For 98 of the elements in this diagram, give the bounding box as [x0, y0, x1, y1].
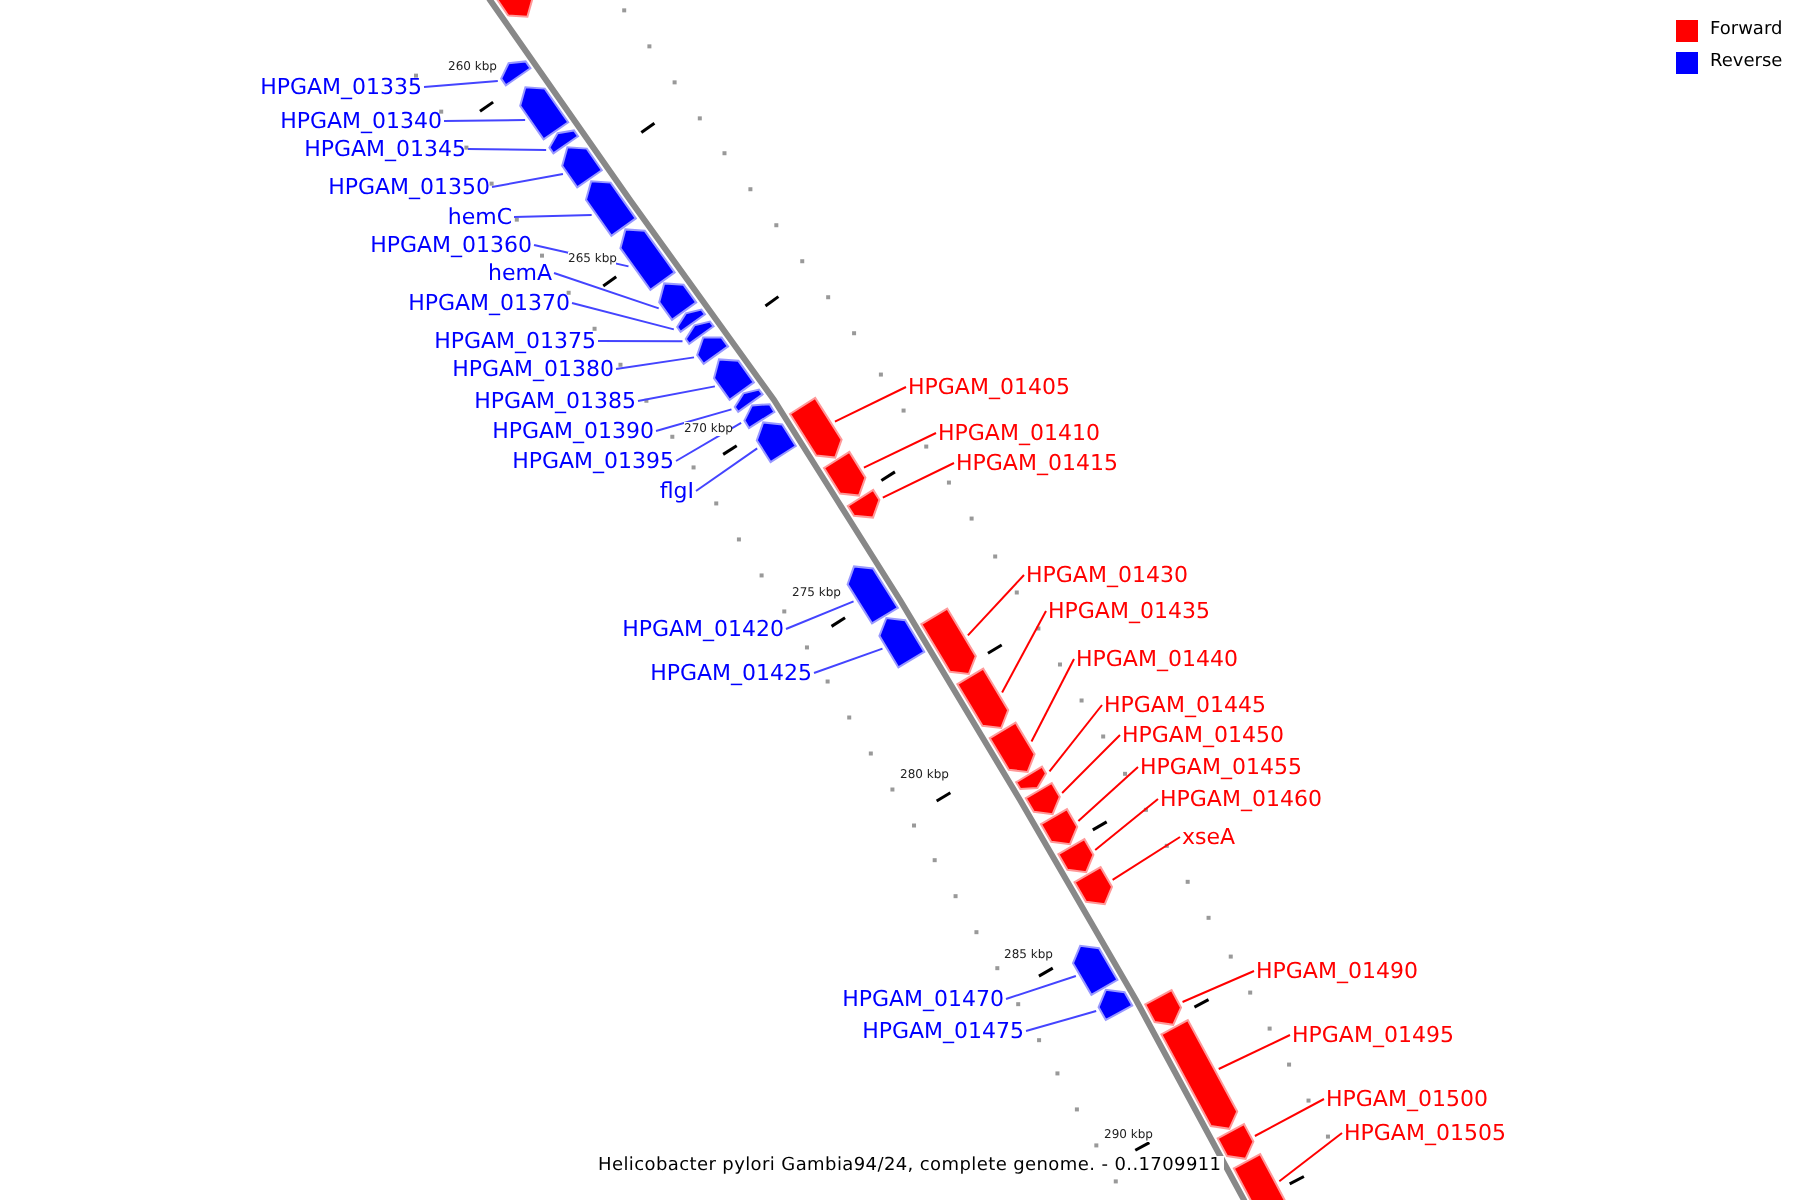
gene-label: HPGAM_01420 [622, 616, 784, 642]
gene-block [878, 616, 926, 669]
gene-block [676, 308, 707, 334]
gene-label: HPGAM_01390 [492, 418, 654, 444]
gene-block [696, 336, 730, 366]
gene-label: HPGAM_01410 [938, 420, 1100, 446]
gene-label: HPGAM_01345 [304, 136, 466, 162]
leader-line [1025, 1010, 1098, 1032]
leader-line [1048, 704, 1103, 773]
gene-label: HPGAM_01505 [1344, 1120, 1506, 1146]
leader-line [513, 213, 593, 218]
gene-block [822, 450, 867, 497]
gene-block [619, 228, 676, 292]
gene-block [1024, 781, 1061, 816]
leader-line [813, 647, 884, 674]
gene-label: HPGAM_01500 [1326, 1086, 1488, 1112]
leader-line [1061, 734, 1121, 794]
legend-label: Reverse [1710, 52, 1783, 74]
leader-line [597, 340, 684, 343]
leader-line [467, 148, 548, 151]
gene-block [548, 129, 580, 155]
gene-label: HPGAM_01415 [956, 450, 1118, 476]
gene-block [846, 565, 900, 625]
leader-line [862, 432, 937, 469]
leader-line [1030, 658, 1075, 743]
leader-line [785, 600, 855, 630]
gene-label: HPGAM_01475 [862, 1018, 1024, 1044]
leader-line [1111, 836, 1181, 881]
gene-label: HPGAM_01495 [1292, 1022, 1454, 1048]
gene-label: HPGAM_01435 [1048, 598, 1210, 624]
gene-block [1014, 765, 1048, 791]
gene-block [1097, 988, 1134, 1022]
gene-block [500, 60, 532, 87]
gene-label: flgI [659, 478, 694, 504]
leader-line [615, 356, 695, 370]
gene-block [1143, 988, 1183, 1026]
leader-line [637, 385, 716, 402]
gene-block [561, 146, 604, 189]
gene-block [956, 667, 1010, 730]
gene-block [1160, 1018, 1239, 1130]
gene-label: HPGAM_01470 [842, 986, 1004, 1012]
gene-block [519, 86, 570, 141]
legend-label: Forward [1710, 20, 1783, 42]
leader-line [553, 272, 660, 310]
leader-line [833, 386, 907, 423]
gene-label: hemC [447, 204, 512, 230]
gene-label: hemA [488, 260, 552, 286]
leader-line [1094, 798, 1159, 851]
gene-label: HPGAM_01405 [908, 374, 1070, 400]
gene-block [1071, 944, 1119, 997]
gene-block [1073, 865, 1114, 906]
leader-line [1005, 975, 1077, 1000]
leader-line [571, 302, 675, 331]
gene-block [1039, 807, 1079, 846]
leader-line [966, 574, 1025, 637]
gene-block [755, 421, 798, 464]
gene-label: HPGAM_01460 [1160, 786, 1322, 812]
leader-line [491, 172, 564, 188]
gene-block [988, 721, 1036, 774]
gene-block [684, 320, 715, 346]
gene-label: HPGAM_01350 [328, 174, 490, 200]
gene-label: HPGAM_01425 [650, 660, 812, 686]
gene-block [1057, 837, 1095, 874]
gene-block [658, 282, 698, 322]
gene-label: HPGAM_01370 [408, 290, 570, 316]
gene-label: HPGAM_01385 [474, 388, 636, 414]
gene-block [920, 607, 977, 676]
gene-label: HPGAM_01455 [1140, 754, 1302, 780]
gene-label: HPGAM_01340 [280, 108, 442, 134]
gene-label: HPGAM_01380 [452, 356, 614, 382]
gene-label: HPGAM_01375 [434, 328, 596, 354]
gene-block [584, 180, 638, 238]
leader-line [655, 408, 733, 432]
gene-block [733, 388, 764, 414]
gene-label: HPGAM_01450 [1122, 722, 1284, 748]
gene-block [743, 403, 776, 430]
gene-label: HPGAM_01440 [1076, 646, 1238, 672]
gene-label: HPGAM_01335 [260, 74, 422, 100]
caption: Helicobacter pylori Gambia94/24, complete genome. - 0..1709911 [596, 1156, 1224, 1176]
gene-label: HPGAM_01445 [1104, 692, 1266, 718]
gene-block [788, 396, 843, 459]
leader-line [1181, 970, 1255, 1003]
gene-block [1216, 1122, 1255, 1160]
gene-label: HPGAM_01395 [512, 448, 674, 474]
gene-label: HPGAM_01490 [1256, 958, 1418, 984]
leader-line [443, 118, 527, 122]
leader-line [423, 79, 499, 88]
gene-label: HPGAM_01430 [1026, 562, 1188, 588]
gene-label: xseA [1182, 824, 1236, 850]
leader-line [1001, 610, 1047, 694]
gene-label: HPGAM_01360 [370, 232, 532, 258]
gene-block [1232, 1152, 1287, 1200]
gene-block [846, 488, 881, 519]
leader-line [1077, 766, 1139, 822]
leader-line [1253, 1098, 1325, 1137]
leader-line [881, 462, 955, 499]
leader-line [1278, 1132, 1343, 1183]
leader-line [695, 447, 759, 492]
